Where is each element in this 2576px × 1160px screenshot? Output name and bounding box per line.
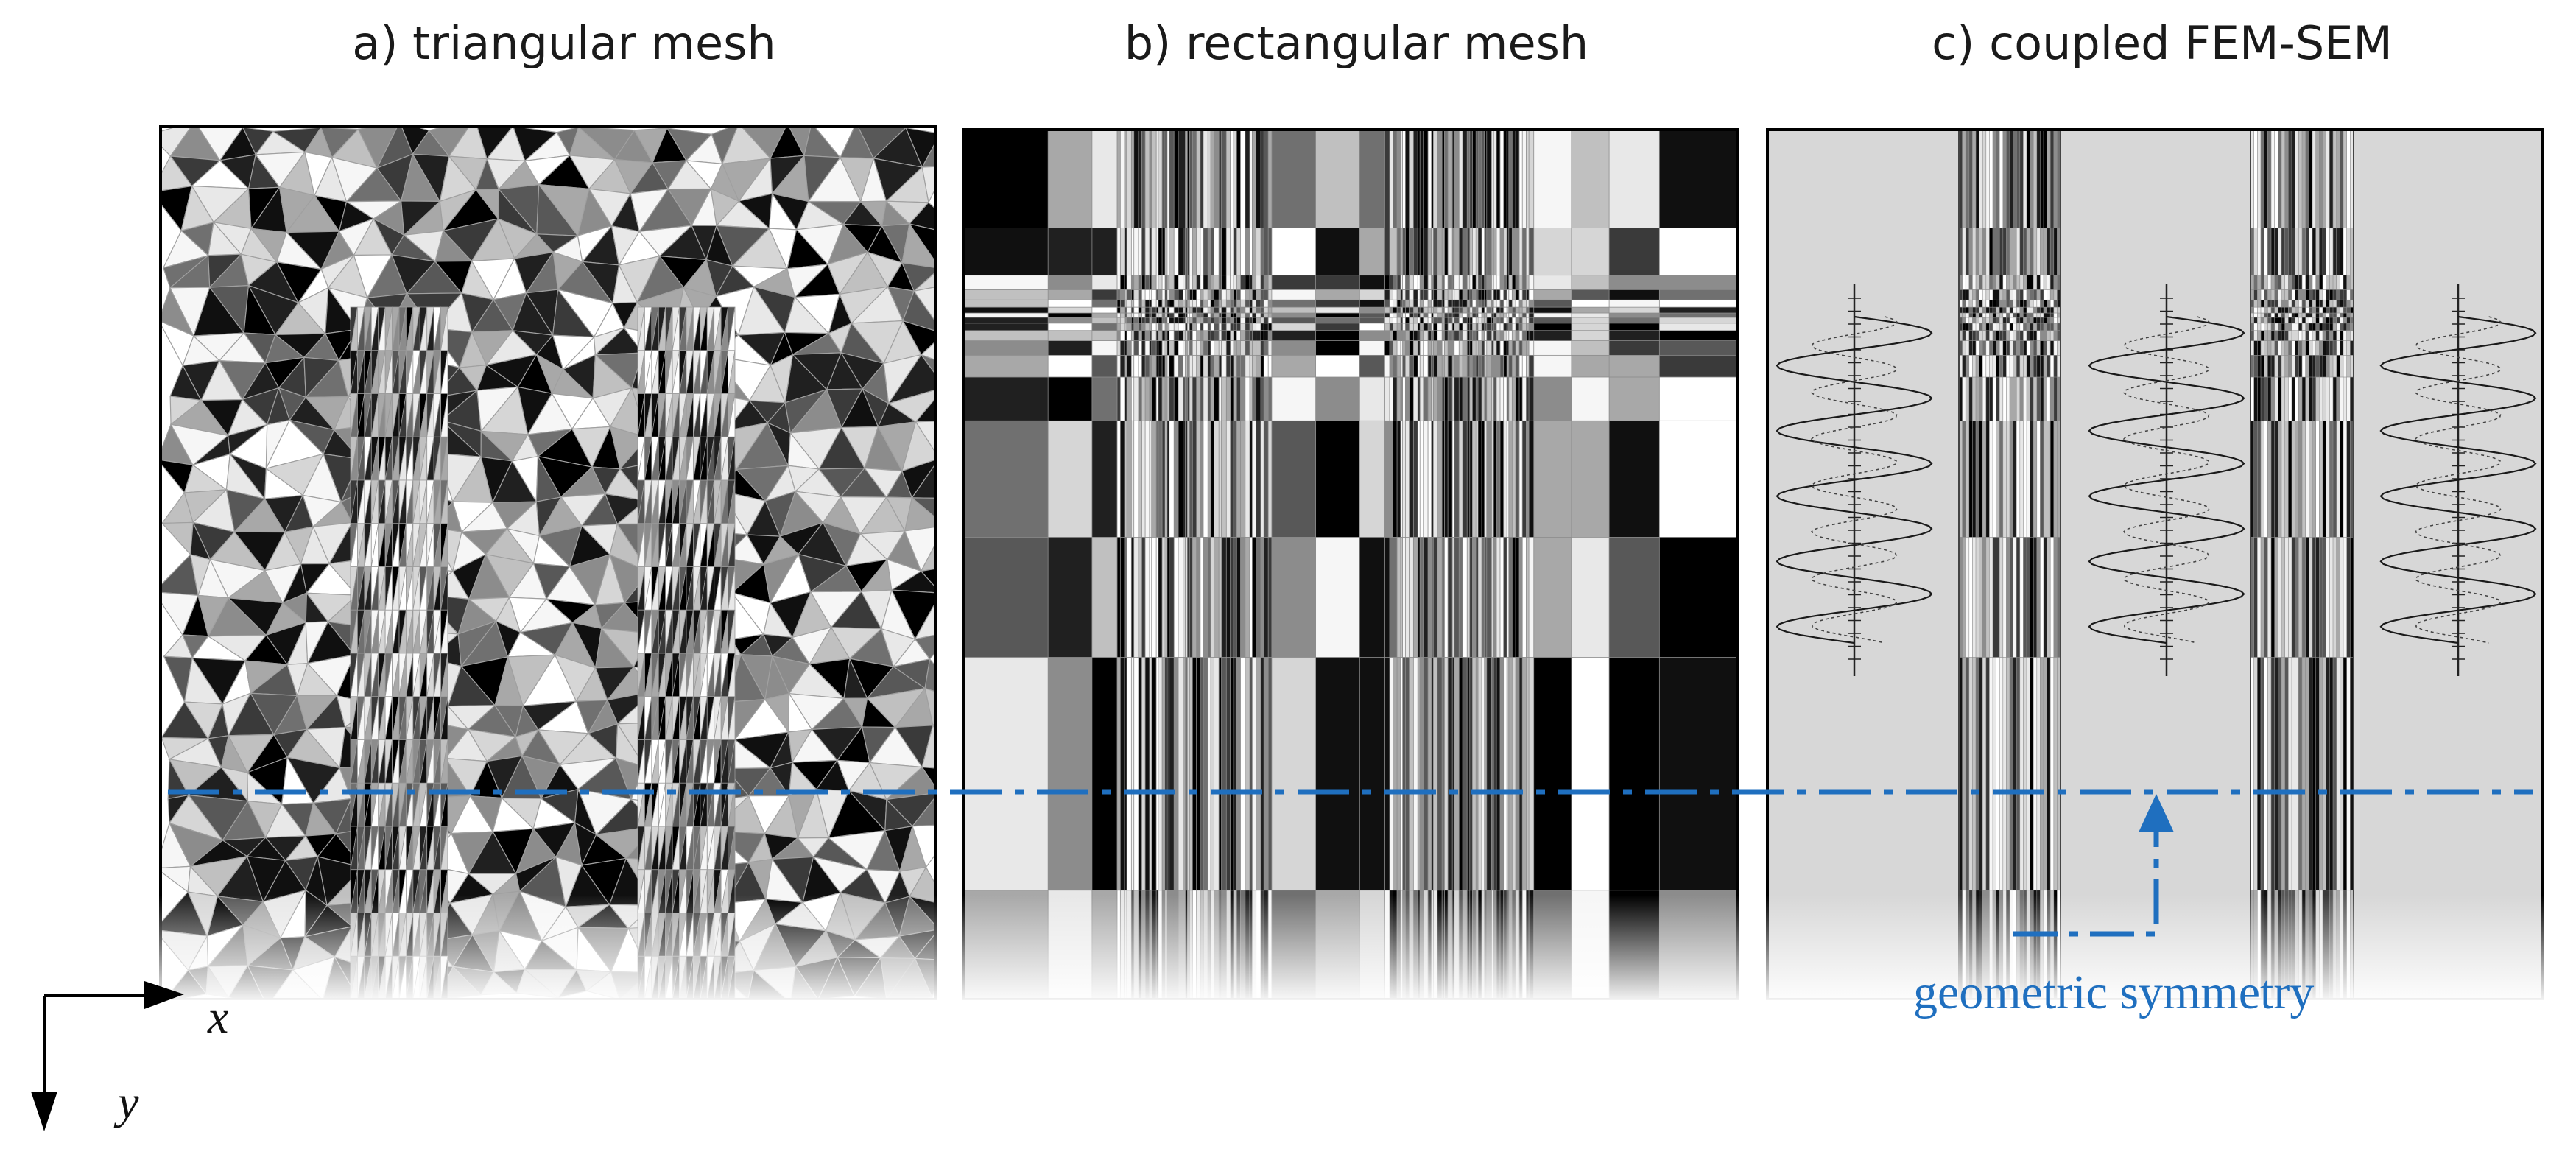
symmetry-overlay (168, 789, 2533, 937)
panel-b-title: b) rectangular mesh (1124, 16, 1589, 70)
fem-strip (2250, 130, 2354, 999)
fade-overlay (147, 895, 2563, 1005)
fade-mask (147, 1000, 2563, 1044)
rectangular-mesh-panel (963, 130, 1738, 999)
symmetry-pointer-line (2013, 831, 2159, 937)
spectral-basis-sketch (2088, 284, 2245, 676)
bottom-fade (147, 895, 2563, 1044)
triangular-mesh-panel (161, 127, 935, 999)
fem-strip (1958, 130, 2061, 999)
coordinate-axes (31, 981, 184, 1131)
refined-mesh-band (637, 306, 736, 999)
y-axis-label: y (118, 1076, 139, 1128)
triangle-elements (161, 127, 935, 999)
arrow-down-icon (31, 1092, 57, 1131)
x-axis-label: x (208, 991, 229, 1043)
spectral-basis-sketch (2379, 284, 2537, 676)
arrow-up-icon (2139, 794, 2174, 832)
arrow-right-icon (144, 981, 184, 1009)
panel-c-title: c) coupled FEM-SEM (1932, 16, 2393, 70)
panel-a-title: a) triangular mesh (352, 16, 776, 70)
coupled-fem-sem-panel (1767, 130, 2542, 999)
geometric-symmetry-label: geometric symmetry (1913, 966, 2315, 1019)
spectral-basis-sketch (1776, 284, 1933, 676)
sem-domain (1767, 130, 2542, 999)
rectangle-elements (963, 130, 1738, 999)
